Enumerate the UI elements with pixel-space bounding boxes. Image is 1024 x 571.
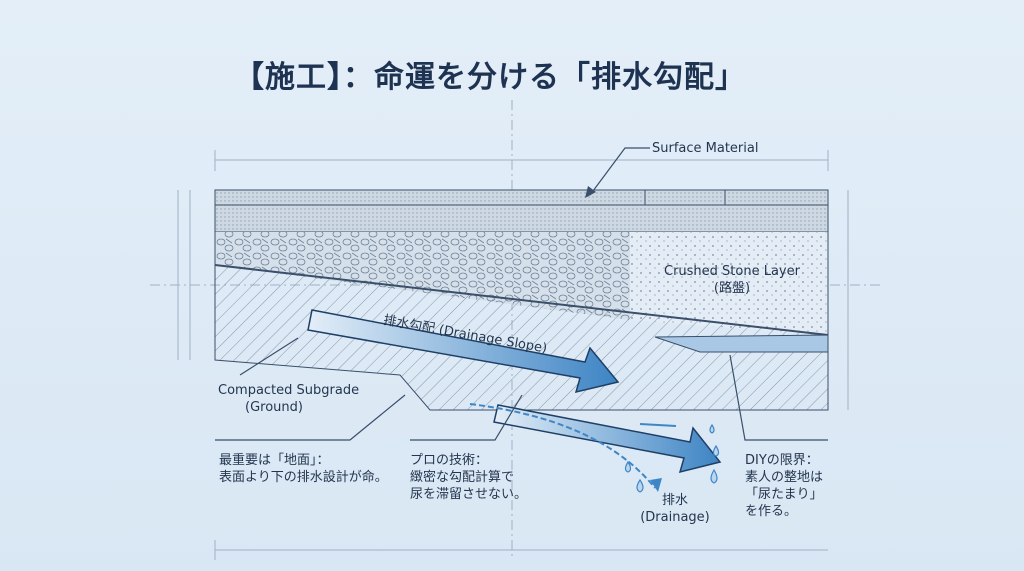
page-title: 【施工】：命運を分ける「排水勾配」: [234, 60, 746, 95]
note-line: 「尿たまり」: [745, 487, 823, 502]
note-line: DIYの限界：: [745, 453, 819, 468]
drainage-jp-label: 排水: [661, 493, 688, 508]
note-line: プロの技術：: [410, 453, 489, 468]
note-line: 素人の整地は: [745, 470, 824, 485]
note-pro: プロの技術： 緻密な勾配計算で 尿を滞留させない。: [410, 452, 527, 503]
ground-label: (Ground): [245, 400, 303, 415]
drainage-en-label: (Drainage): [640, 510, 710, 525]
note-line: 表面より下の排水設計が命。: [219, 470, 388, 485]
note-line: 緻密な勾配計算で: [410, 470, 515, 485]
surface-material-label: Surface Material: [652, 141, 759, 156]
water-drops: [624, 423, 720, 493]
note-ground: 最重要は「地面」： 表面より下の排水設計が命。: [219, 452, 388, 486]
drainage-slope-arrow: [307, 309, 620, 394]
note-line: 尿を滞留させない。: [410, 487, 528, 502]
crushed-stone-label: Crushed Stone Layer: [664, 264, 800, 279]
note-line: を作る。: [745, 504, 798, 519]
subgrade-label: Compacted Subgrade: [218, 383, 360, 398]
crushed-stone-jp-label: (路盤): [713, 281, 751, 296]
note-line: 最重要は「地面」：: [219, 453, 330, 468]
note-diy: DIYの限界： 素人の整地は 「尿たまり」 を作る。: [745, 452, 823, 520]
